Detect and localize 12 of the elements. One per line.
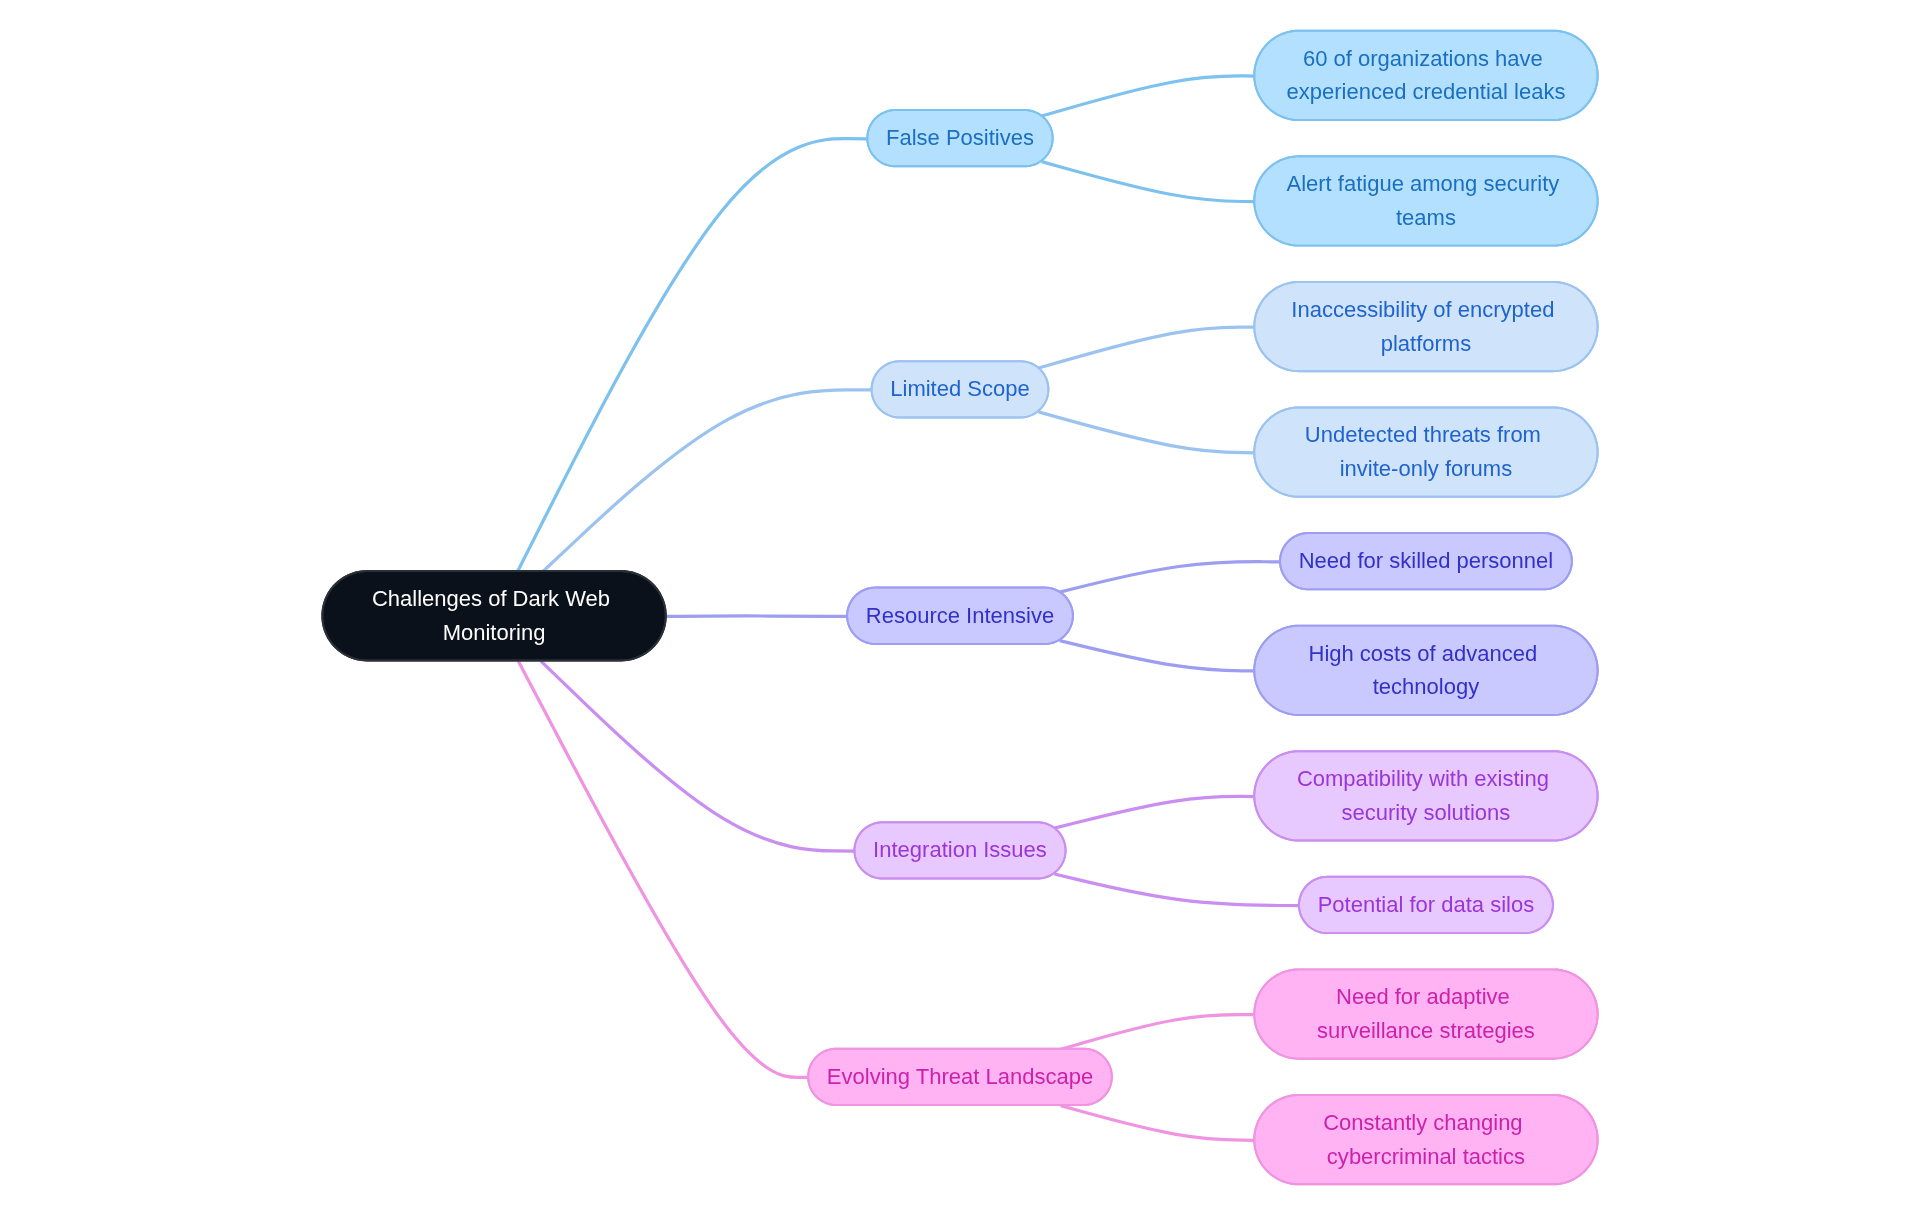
connector	[1059, 560, 1281, 594]
connector	[1041, 160, 1255, 204]
connector	[515, 137, 868, 573]
connector	[1041, 74, 1255, 118]
connector	[1060, 1104, 1255, 1142]
connector	[1038, 325, 1255, 370]
connector	[516, 660, 809, 1080]
connector	[666, 614, 848, 618]
connector	[1054, 872, 1300, 908]
connector	[1038, 410, 1255, 455]
connector	[1054, 794, 1255, 830]
connector	[1059, 639, 1255, 673]
